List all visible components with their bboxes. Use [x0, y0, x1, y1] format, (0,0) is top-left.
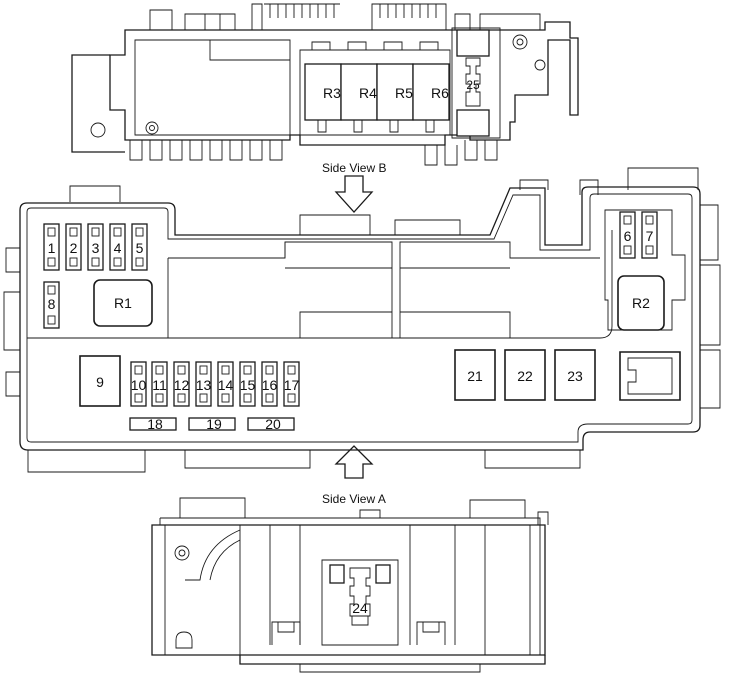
relay-r6-box [412, 63, 450, 121]
relay-23-label: 23 [567, 368, 583, 384]
side-view-a-label: Side View A [322, 492, 386, 506]
relay-r6-label: R6 [431, 85, 449, 101]
fuse-10-label: 10 [131, 377, 147, 393]
relay-r2-box [617, 275, 665, 331]
fuse-7-label: 7 [646, 228, 654, 244]
fuse-2-label: 2 [70, 240, 78, 256]
relay-r3-box [304, 63, 342, 121]
arrow-down-icon [334, 175, 374, 213]
relay-21-label: 21 [467, 368, 483, 384]
relay-r4-label: R4 [359, 85, 377, 101]
fuse-5-label: 5 [136, 240, 144, 256]
fuse-6-label: 6 [624, 228, 632, 244]
side-view-b-label: Side View B [322, 161, 386, 175]
fuse-8-label: 8 [48, 296, 56, 312]
connector-socket [619, 351, 681, 401]
relay-r5-label: R5 [395, 85, 413, 101]
relay-r5-box [376, 63, 414, 121]
arrow-up-icon [334, 445, 374, 479]
relay-r3-label: R3 [323, 85, 341, 101]
fuse-20-label: 20 [265, 416, 281, 432]
side-view-b-drawing [71, 3, 579, 166]
fuse-row-1 [43, 223, 148, 271]
relay-23-box [554, 349, 596, 401]
fuse-row-2 [130, 361, 300, 407]
side-view-a-drawing [151, 497, 549, 673]
relay-9-label: 9 [96, 374, 104, 390]
relay-9-box [79, 355, 121, 407]
fuse-3-label: 3 [92, 240, 100, 256]
fuse-15-label: 15 [240, 377, 256, 393]
fuse-4-label: 4 [114, 240, 122, 256]
relay-22-label: 22 [517, 368, 533, 384]
fuse-18-label: 18 [147, 416, 163, 432]
relay-21-box [454, 349, 496, 401]
relay-r4-box [340, 63, 378, 121]
fuse-1-label: 1 [48, 240, 56, 256]
fuse-14-label: 14 [218, 377, 234, 393]
fuse-12-label: 12 [174, 377, 190, 393]
fuse-11-label: 11 [152, 377, 167, 393]
fuse-24-label: 24 [352, 600, 368, 616]
fuse-13-label: 13 [196, 377, 212, 393]
relay-22-box [504, 349, 546, 401]
fuse-16-label: 16 [262, 377, 278, 393]
main-block-drawing [3, 167, 721, 473]
fuse-17-label: 17 [284, 377, 300, 393]
relay-r1-box [93, 279, 153, 327]
relay-r2-label: R2 [632, 295, 650, 311]
relay-r1-label: R1 [114, 295, 132, 311]
fuse-25-label: 25 [466, 78, 480, 92]
fuse-19-label: 19 [206, 416, 222, 432]
